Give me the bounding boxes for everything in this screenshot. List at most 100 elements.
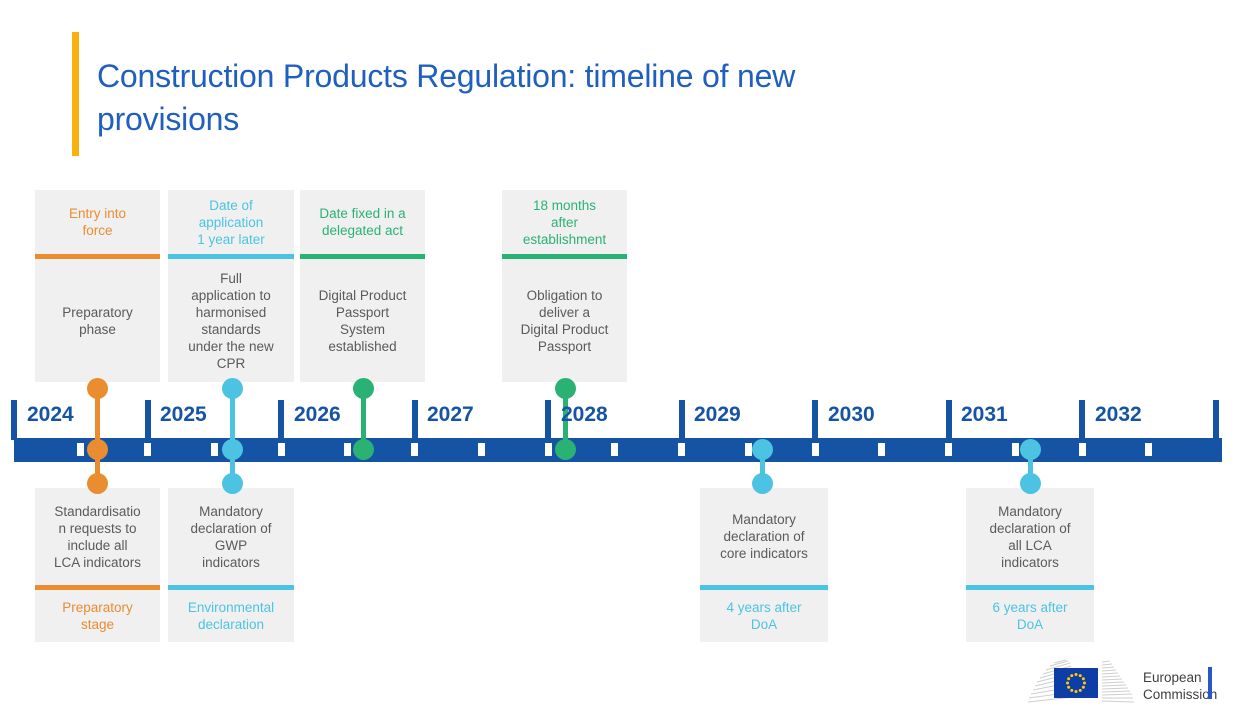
event-divider: [35, 254, 160, 259]
connector-dpp-obligation: [554, 378, 576, 461]
half-year-tick: [344, 443, 352, 456]
logo-line-commission: Commission: [1143, 686, 1218, 702]
connector-dot: [751, 439, 773, 460]
event-body: Full application to harmonised standards…: [188, 270, 274, 371]
connector-entry-into-force: [86, 378, 108, 495]
event-body: Mandatory declaration of all LCA indicat…: [989, 503, 1071, 570]
event-box-dpp-system: Date fixed in a delegated act Digital Pr…: [300, 190, 425, 382]
connector-dot: [1019, 473, 1041, 494]
connector-dot: [1019, 439, 1041, 460]
half-year-tick: [811, 443, 819, 456]
half-year-tick: [77, 443, 85, 456]
event-header: Entry into force: [68, 206, 127, 238]
connector-dot: [221, 378, 243, 399]
connector-line: [1027, 449, 1033, 484]
year-tick: [945, 400, 952, 440]
connector-dot: [86, 473, 108, 494]
connector-dot: [751, 473, 773, 494]
year-tick: [1079, 400, 1085, 440]
half-year-tick: [277, 443, 285, 456]
event-box-dpp-obligation: 18 months after establishment Obligation…: [502, 190, 627, 382]
event-divider: [168, 254, 294, 259]
commission-building-graphic: [1028, 659, 1135, 703]
event-box-date-of-application: Date of application 1 year later Full ap…: [168, 190, 294, 382]
connector-dot: [554, 439, 576, 460]
european-commission-logo: [1028, 659, 1135, 703]
event-box-entry-into-force: Entry into force Preparatory phase: [35, 190, 160, 382]
year-label-2024: 2024: [27, 403, 74, 426]
year-tick: [278, 400, 284, 440]
event-divider: [300, 254, 425, 259]
event-footer: Environmental declaration: [187, 600, 275, 632]
connector-dot: [352, 378, 374, 399]
connector-dot: [86, 378, 108, 399]
event-divider: [700, 585, 828, 590]
connector-core-indicators: [751, 439, 773, 505]
event-footer: Preparatory stage: [62, 600, 133, 632]
year-label-2025: 2025: [160, 403, 207, 426]
half-year-tick: [611, 443, 619, 456]
year-label-2031: 2031: [961, 403, 1008, 426]
half-year-tick: [945, 443, 952, 456]
connector-line: [562, 388, 568, 450]
year-tick: [11, 400, 17, 440]
connector-dot: [221, 439, 243, 460]
event-body: Obligation to deliver a Digital Product …: [520, 287, 609, 354]
half-year-tick: [1011, 443, 1019, 456]
connector-line: [360, 388, 366, 450]
year-tick: [545, 400, 551, 440]
half-year-tick: [1145, 443, 1153, 456]
logo-wordmark: European Commission: [1143, 670, 1217, 703]
year-tick: [678, 400, 685, 440]
half-year-tick: [544, 443, 552, 456]
event-body: Standardisatio n requests to include all…: [53, 503, 142, 570]
event-header: Date fixed in a delegated act: [319, 206, 406, 238]
connector-dot: [554, 378, 576, 399]
event-box-core-indicators: Mandatory declaration of core indicators…: [700, 488, 828, 642]
half-year-tick: [678, 443, 685, 456]
event-box-standardisation-requests: Standardisatio n requests to include all…: [35, 488, 160, 642]
half-year-tick: [878, 443, 886, 456]
event-header: 18 months after establishment: [522, 197, 607, 247]
event-divider: [35, 585, 160, 590]
connector-all-lca-indicators: [1019, 439, 1041, 505]
half-year-tick: [1078, 443, 1086, 456]
event-body: Mandatory declaration of GWP indicators: [190, 503, 272, 570]
connector-dot: [352, 439, 374, 460]
half-year-tick: [744, 443, 752, 456]
year-label-2029: 2029: [694, 403, 741, 426]
logo-line-european: European: [1143, 670, 1202, 685]
title-accent-bar: [72, 32, 79, 156]
year-label-2032: 2032: [1095, 403, 1142, 426]
connector-line: [229, 388, 235, 484]
event-footer: 6 years after DoA: [992, 600, 1068, 632]
event-divider: [966, 585, 1094, 590]
connector-dot: [86, 439, 108, 460]
half-year-tick: [411, 443, 418, 456]
page-title: Construction Products Regulation: timeli…: [97, 58, 796, 137]
connector-dpp-system: [352, 378, 374, 461]
event-footer: 4 years after DoA: [726, 600, 802, 632]
event-divider: [168, 585, 294, 590]
connector-date-of-application: [221, 378, 243, 495]
year-label-2028: 2028: [561, 403, 608, 426]
eu-flag-icon: [1054, 668, 1098, 698]
connector-line: [94, 388, 100, 484]
year-tick: [812, 400, 818, 440]
half-year-tick: [144, 443, 151, 456]
year-label-2026: 2026: [294, 403, 341, 426]
year-tick: [411, 400, 418, 440]
year-tick: [1212, 400, 1219, 440]
half-year-tick: [477, 443, 485, 456]
year-label-2030: 2030: [828, 403, 875, 426]
event-header: Date of application 1 year later: [197, 197, 265, 247]
event-body: Mandatory declaration of core indicators: [720, 512, 808, 561]
half-year-tick: [210, 443, 218, 456]
event-body: Preparatory phase: [62, 304, 133, 337]
year-tick: [144, 400, 151, 440]
event-box-gwp-declaration: Mandatory declaration of GWP indicators …: [168, 488, 294, 642]
logo-accent-bar: [1208, 667, 1212, 699]
connector-dot: [221, 473, 243, 494]
connector-line: [759, 449, 765, 484]
